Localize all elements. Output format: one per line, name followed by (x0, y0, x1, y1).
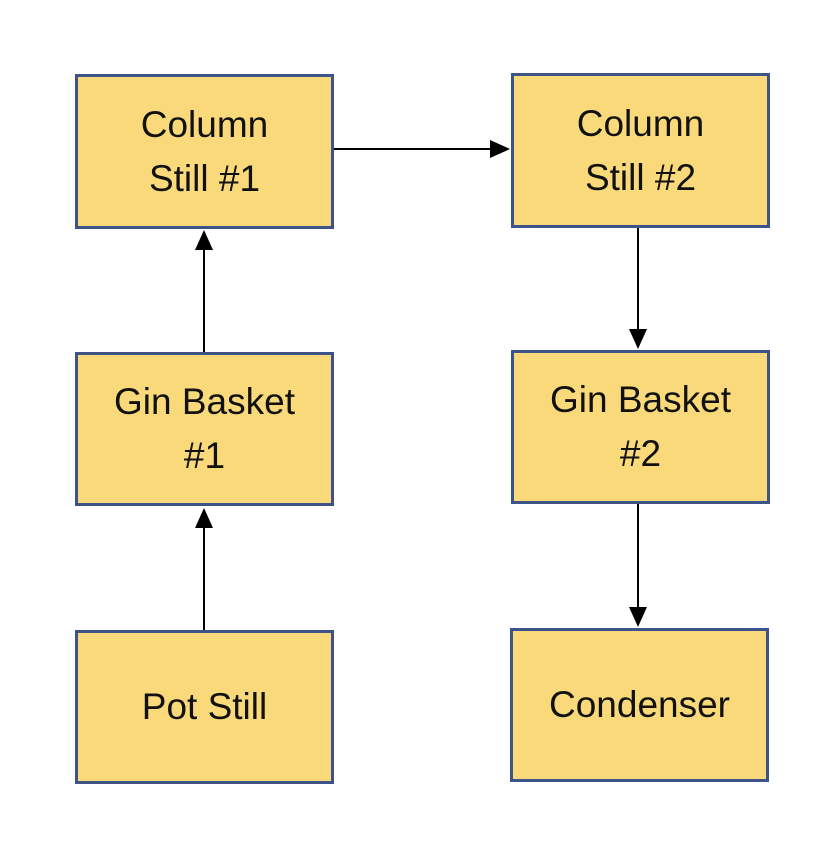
node-pot-still: Pot Still (75, 630, 334, 784)
node-condenser: Condenser (510, 628, 769, 782)
node-label: Gin Basket #2 (550, 379, 731, 474)
node-label: Condenser (548, 684, 730, 725)
node-gin-basket-1: Gin Basket #1 (75, 352, 334, 506)
node-gin-basket-2: Gin Basket #2 (511, 350, 770, 504)
arrow-pot-still-to-gin-basket-1 (195, 508, 213, 630)
node-label: Gin Basket #1 (114, 381, 295, 476)
arrow-gin-basket-1-to-column-still-1 (195, 230, 213, 352)
arrow-column-still-2-to-gin-basket-2 (629, 228, 647, 349)
node-column-still-2: Column Still #2 (511, 73, 770, 228)
node-label: Pot Still (141, 686, 268, 727)
node-column-still-1: Column Still #1 (75, 74, 334, 229)
arrow-column-still-1-to-column-still-2 (334, 140, 510, 158)
node-label: Column Still #2 (576, 102, 705, 198)
arrow-gin-basket-2-to-condenser (629, 504, 647, 627)
node-label: Column Still #1 (140, 103, 269, 199)
